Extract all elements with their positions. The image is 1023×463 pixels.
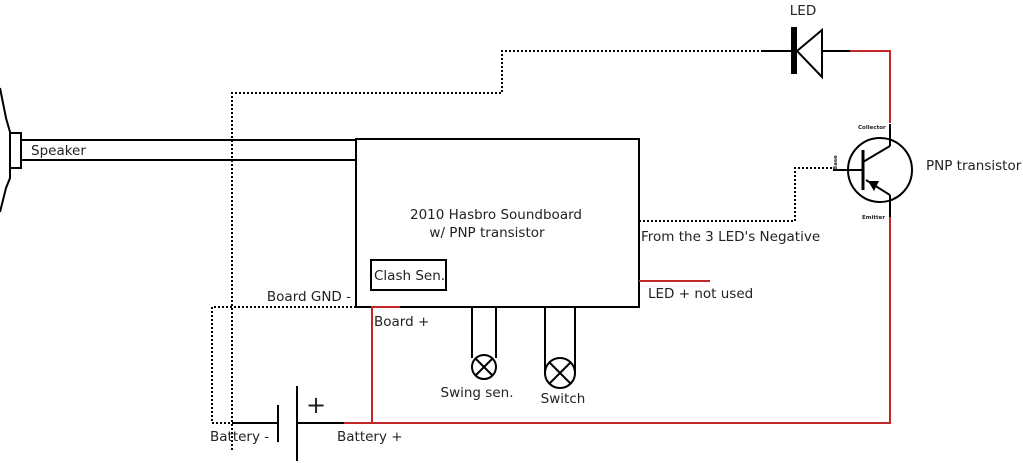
- clash-sensor-label: Clash Sen.: [374, 268, 445, 284]
- clash-sensor-box: [370, 259, 447, 291]
- emitter-supply-wire: [342, 217, 891, 424]
- soundboard-subtitle: w/ PNP transistor: [429, 225, 545, 241]
- base-label: Base: [833, 155, 839, 170]
- pnp-transistor-icon: [833, 124, 913, 217]
- soundboard-title: 2010 Hasbro Soundboard: [410, 207, 582, 223]
- switch-icon: [544, 307, 576, 389]
- led-negative-wire: [231, 50, 763, 450]
- led-to-collector-wire: [850, 50, 891, 123]
- battery-minus-label: Battery -: [210, 429, 269, 445]
- led-icon: [791, 27, 823, 80]
- base-wire: [639, 167, 833, 222]
- speaker-icon: [0, 87, 22, 213]
- board-gnd-label: Board GND -: [267, 289, 351, 305]
- soundboard-box: [355, 138, 640, 308]
- switch-label: Switch: [541, 391, 586, 407]
- board-plus-label: Board +: [374, 314, 429, 330]
- emitter-label: Emitter: [862, 215, 885, 221]
- swing-sensor-icon: [471, 307, 497, 380]
- speaker-label: Speaker: [31, 143, 86, 159]
- led-label: LED: [790, 3, 816, 19]
- swing-sensor-label: Swing sen.: [441, 385, 514, 401]
- pnp-transistor-label: PNP transistor: [926, 158, 1022, 174]
- board-plus-wire: [371, 306, 400, 423]
- battery-plus-label: Battery +: [337, 429, 403, 445]
- board-gnd-wire: [211, 306, 356, 424]
- battery-plus-sign: +: [306, 391, 326, 419]
- battery-icon: [277, 386, 298, 461]
- collector-label: Collector: [858, 125, 886, 131]
- led-plus-label: LED + not used: [648, 286, 753, 302]
- led-negative-label: From the 3 LED's Negative: [641, 229, 820, 245]
